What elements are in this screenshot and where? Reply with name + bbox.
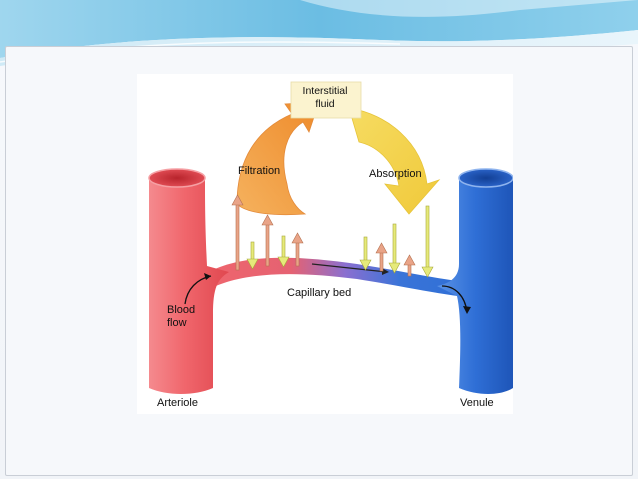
capillary-flow-arrow	[311, 263, 388, 273]
interstitial-line-2: fluid	[315, 98, 335, 110]
capillary-bed-label: Capillary bed	[287, 287, 352, 299]
filtration-arrows	[231, 194, 416, 277]
arteriole-vessel	[149, 178, 229, 394]
venule-opening	[458, 168, 513, 188]
interstitial-fluid-label: Interstitial fluid	[290, 85, 360, 111]
arteriole-label: Arteriole	[157, 397, 198, 409]
venule-vessel	[437, 178, 513, 394]
interstitial-line-1: Interstitial	[302, 85, 348, 97]
blood-flow-line-1: Blood	[167, 304, 196, 316]
absorption-arrows	[246, 205, 434, 278]
arteriole-opening	[148, 168, 206, 188]
capillary-bed-vessel	[197, 257, 467, 297]
interstitial-fluid-box	[290, 81, 362, 119]
capillary-exchange-diagram: Interstitial fluid Filtration Absorption…	[137, 74, 513, 414]
absorption-arrow	[348, 107, 441, 215]
diagram-graphic	[148, 81, 513, 394]
filtration-label: Filtration	[238, 165, 281, 177]
blood-flow-line-2: flow	[167, 317, 187, 329]
filtration-arrow	[236, 101, 320, 216]
absorption-label: Absorption	[369, 168, 422, 180]
blood-flow-label: Blood flow	[167, 304, 195, 330]
venule-label: Venule	[460, 397, 494, 409]
